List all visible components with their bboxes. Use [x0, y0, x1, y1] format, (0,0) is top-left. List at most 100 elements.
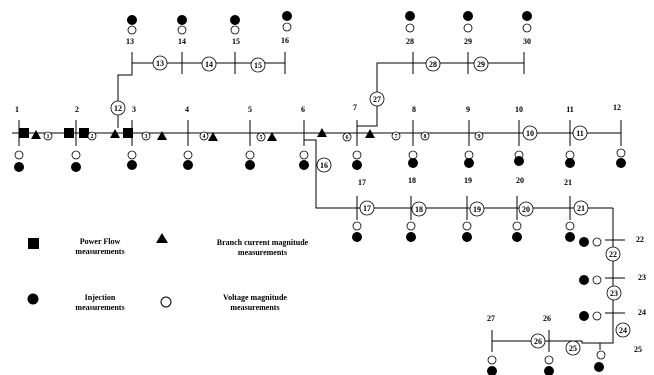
branch-circle-17 [359, 200, 375, 216]
branch-label-18: 18 [415, 205, 423, 214]
voltage-meter-b27 [487, 355, 497, 365]
injection-meter-b25 [594, 362, 604, 372]
voltage-legend-label: Voltage magnitude measurements [223, 293, 287, 312]
bus-label-20: 20 [516, 176, 524, 185]
branch-label-24: 24 [619, 326, 627, 335]
voltage-meter-main-11 [616, 148, 626, 158]
branch-current-legend-label: Branch current magnitude measurements [216, 238, 309, 257]
branch-label-19: 19 [473, 205, 481, 214]
branch-circle-22 [605, 246, 621, 262]
voltage-meter-right-2 [592, 311, 602, 321]
bus-label-23: 23 [638, 273, 646, 282]
voltage-meter-b26 [544, 355, 554, 365]
branch-circle-23 [606, 285, 622, 301]
bus-label-16: 16 [281, 36, 289, 45]
bus-label-19: 19 [464, 176, 472, 185]
lateral-22-25 [600, 208, 625, 344]
lateral-17-21 [304, 139, 613, 220]
injection-legend-dot [27, 293, 39, 305]
branch-circle-20 [518, 201, 534, 217]
voltage-meter-low-4 [565, 221, 575, 231]
branch-label-15: 15 [254, 61, 262, 70]
bus-label-24: 24 [638, 308, 646, 317]
bus-label-5: 5 [248, 105, 252, 114]
injection-meter-main-10 [565, 158, 575, 168]
bus-label-9: 9 [466, 105, 470, 114]
branch-label-20: 20 [522, 205, 530, 214]
injection-meter-main-2 [127, 160, 137, 170]
injection-meter-low-4 [565, 232, 575, 242]
branch-label-29: 29 [477, 60, 485, 69]
branch-circle-24 [615, 322, 631, 338]
branch-circle-10 [522, 125, 538, 141]
branch-circle-16 [316, 157, 332, 173]
power-flow-legend-square [28, 238, 39, 249]
bus-label-26: 26 [543, 314, 551, 323]
bus-label-22: 22 [636, 235, 644, 244]
bus-label-6: 6 [301, 105, 305, 114]
branch-label-14: 14 [205, 60, 213, 69]
voltage-meter-top-5 [463, 23, 473, 33]
branch-current-meter-2 [157, 131, 167, 140]
branch-label-2: 2 [91, 134, 94, 140]
bus-label-7: 7 [353, 103, 357, 112]
injection-meter-main-11 [616, 158, 626, 168]
voltage-meter-top-6 [522, 23, 532, 33]
branch-circle-1 [43, 131, 53, 141]
branch-circle-8 [420, 131, 430, 141]
branch-label-23: 23 [610, 289, 618, 298]
voltage-meter-main-7 [408, 150, 418, 160]
bus-label-14: 14 [178, 37, 186, 46]
bus-label-27: 27 [487, 314, 495, 323]
bus-label-8: 8 [412, 105, 416, 114]
voltage-meter-top-2 [230, 25, 240, 35]
voltage-meter-low-3 [512, 221, 522, 231]
injection-meter-right-2 [579, 311, 589, 321]
bus-label-10: 10 [515, 105, 523, 114]
branch-label-22: 22 [609, 250, 617, 259]
voltage-meter-main-10 [565, 150, 575, 160]
injection-meter-top-4 [405, 11, 415, 21]
branch-circle-21 [573, 200, 589, 216]
voltage-meter-main-6 [352, 150, 362, 160]
injection-meter-b26 [544, 366, 554, 375]
branch-label-8: 8 [424, 134, 427, 140]
voltage-legend-circle [160, 296, 172, 308]
power-flow-meter-3 [123, 128, 133, 138]
injection-meter-top-1 [177, 15, 187, 25]
branch-circle-6 [342, 132, 352, 142]
branch-label-27: 27 [373, 95, 381, 104]
branch-circle-14 [201, 56, 217, 72]
bus-label-2: 2 [75, 105, 79, 114]
lateral-28-30 [357, 52, 525, 127]
bus-label-11: 11 [566, 105, 574, 114]
branch-label-5: 5 [260, 135, 263, 141]
injection-meter-top-5 [463, 11, 473, 21]
branch-circle-29 [473, 56, 489, 72]
branch-current-meter-6 [365, 129, 375, 138]
injection-meter-low-0 [352, 232, 362, 242]
branch-label-4: 4 [203, 134, 206, 140]
branch-circle-12 [110, 100, 126, 116]
injection-meter-main-8 [464, 158, 474, 168]
power-flow-meter-1 [64, 128, 74, 138]
bus-label-15: 15 [232, 37, 240, 46]
measurement-symbols [14, 11, 626, 375]
injection-meter-main-6 [352, 160, 362, 170]
bus-label-4: 4 [185, 105, 189, 114]
bus-label-21: 21 [564, 178, 572, 187]
branch-label-7: 7 [395, 134, 398, 140]
branch-current-legend-triangle [156, 233, 168, 243]
bus-label-18: 18 [408, 176, 416, 185]
power-flow-meter-2 [79, 128, 89, 138]
branch-label-12: 12 [114, 104, 122, 113]
branch-circle-5 [256, 132, 266, 142]
branch-circle-13 [152, 55, 168, 71]
branch-circle-25 [565, 340, 581, 356]
injection-meter-low-3 [512, 232, 522, 242]
branch-circle-11 [572, 125, 588, 141]
voltage-meter-main-4 [245, 150, 255, 160]
injection-meter-b27 [487, 366, 497, 375]
